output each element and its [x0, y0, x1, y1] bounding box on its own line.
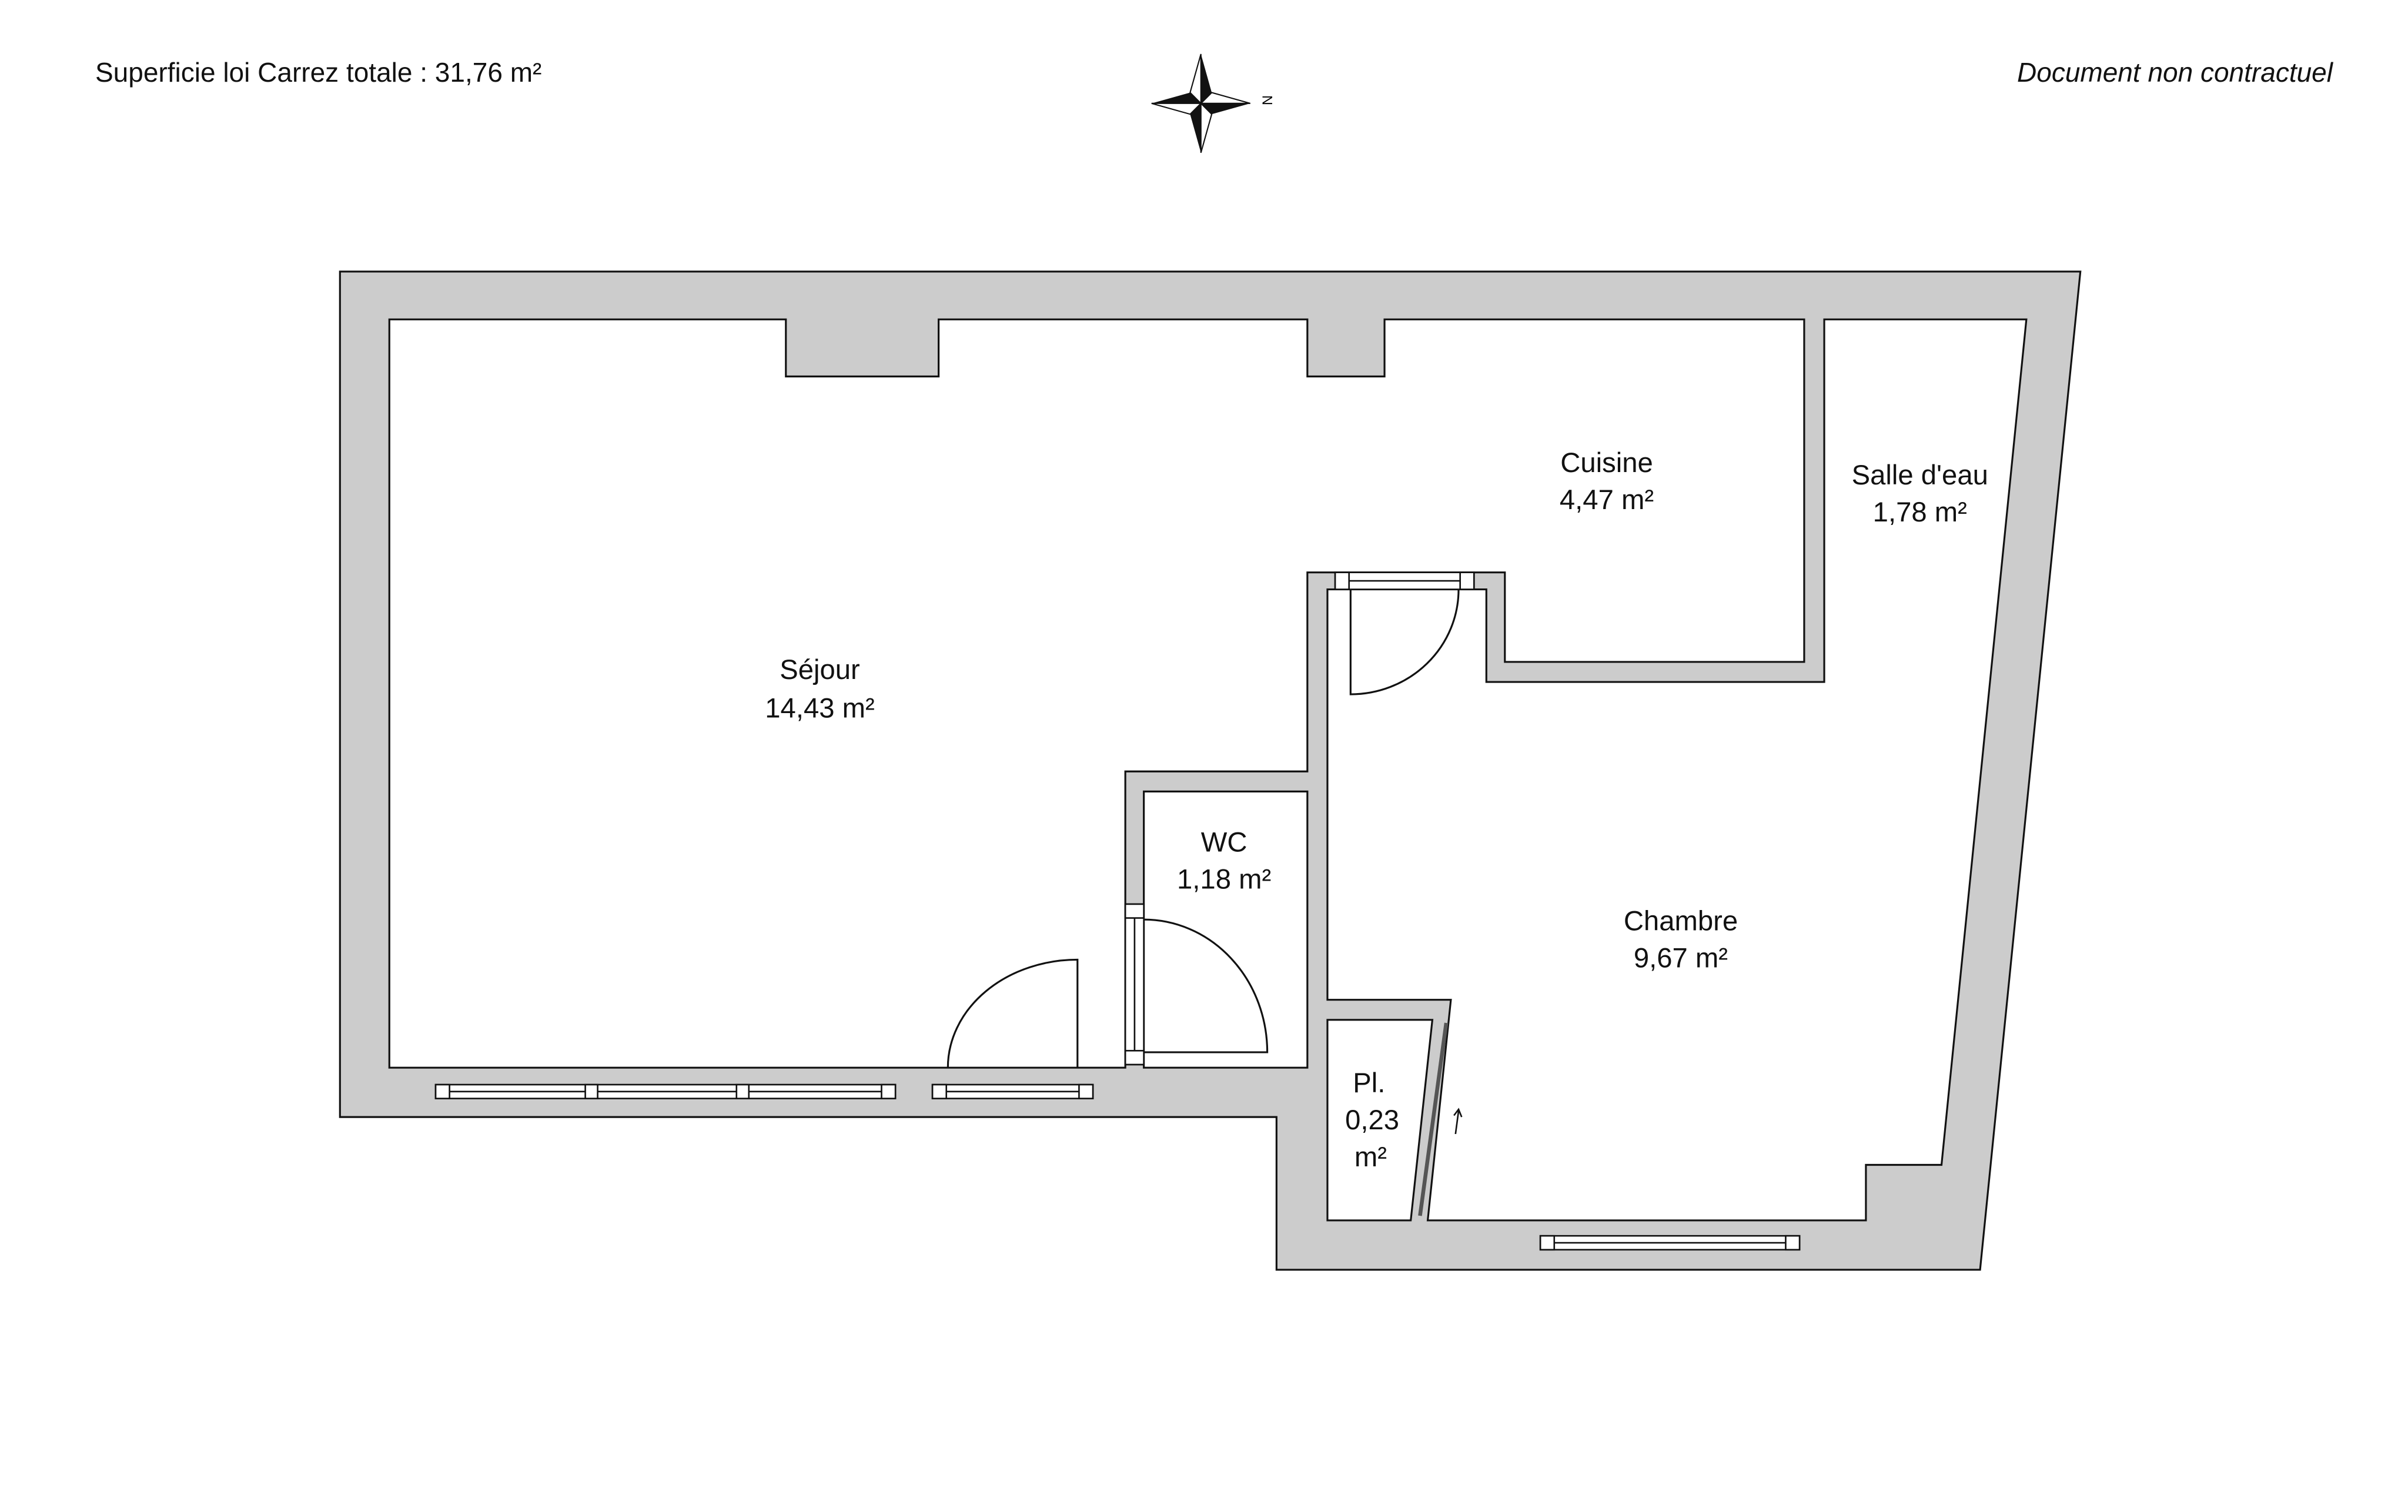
door-swing-sejour	[947, 958, 1079, 1068]
room-name-chambre: Chambre	[1624, 906, 1738, 937]
room-name-wc: WC	[1201, 827, 1248, 858]
room-area-cuisine: 4,47 m²	[1560, 484, 1654, 516]
door-frame-wc	[1124, 903, 1145, 1066]
room-sejour-cuisine	[388, 318, 1805, 1069]
compass-north-label: N	[1259, 95, 1275, 105]
room-area-chambre: 9,67 m²	[1634, 943, 1728, 974]
room-area-wc: 1,18 m²	[1177, 864, 1271, 895]
door-swing-chambre	[1349, 589, 1460, 695]
total-area-label: Superficie loi Carrez totale : 31,76 m²	[95, 57, 542, 88]
room-placard	[1326, 1019, 1434, 1222]
room-name-cuisine: Cuisine	[1560, 447, 1653, 479]
window-door-sejour	[931, 1083, 1094, 1099]
room-area-sejour: 14,43 m²	[765, 693, 874, 724]
room-chambre-salle-deau	[1326, 318, 2028, 1222]
disclaimer-label: Document non contractuel	[2017, 57, 2333, 88]
room-area-salle-deau: 1,78 m²	[1873, 497, 1967, 528]
room-name-placard: Pl.	[1353, 1068, 1385, 1099]
arrow-icon	[1453, 1108, 1463, 1135]
room-area-placard-unit: m²	[1354, 1142, 1387, 1173]
window-chambre	[1539, 1235, 1801, 1251]
door-frame-cuisine	[1334, 571, 1475, 590]
placard-sliding-door	[1418, 1022, 1449, 1216]
compass-icon: N	[1151, 53, 1275, 153]
room-name-sejour: Séjour	[780, 654, 860, 685]
room-area-placard: 0,23	[1345, 1105, 1399, 1136]
door-swing-wc	[1143, 918, 1269, 1053]
room-name-salle-deau: Salle d'eau	[1852, 460, 1988, 491]
window-sejour	[434, 1083, 897, 1099]
